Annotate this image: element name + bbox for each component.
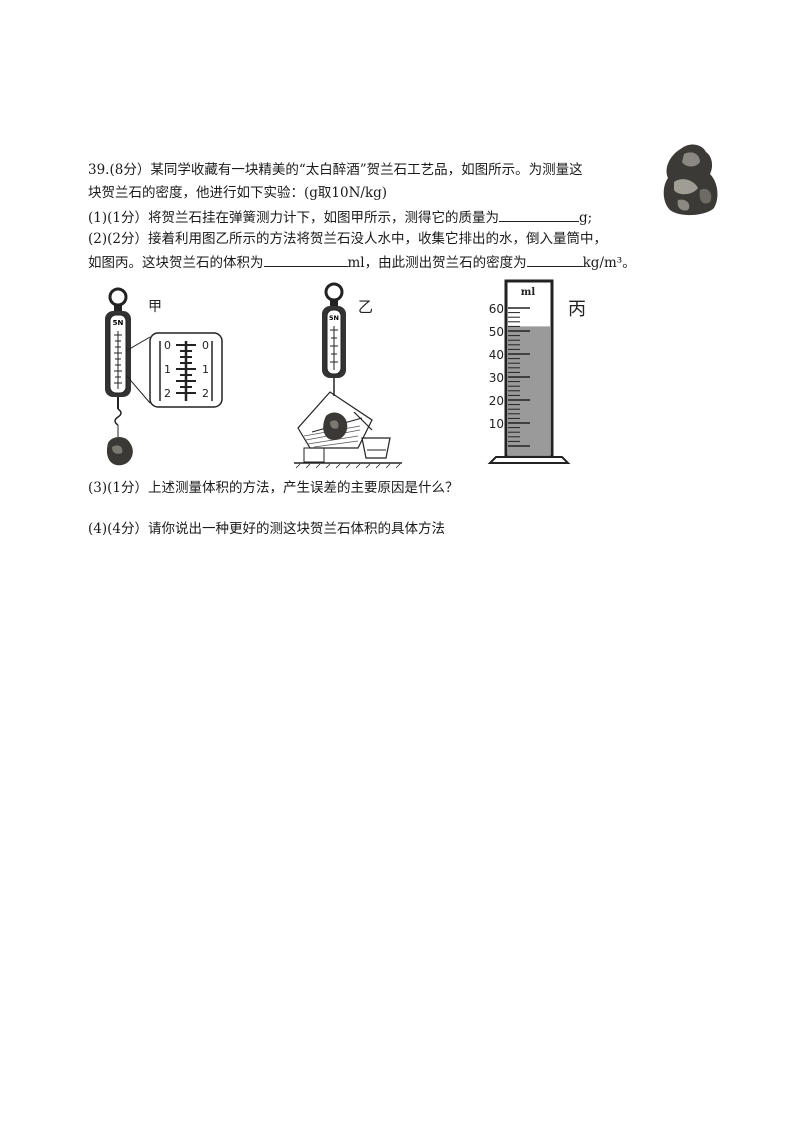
bing-tick-label-30: 30 <box>489 371 504 385</box>
volume-answer-blank[interactable] <box>263 252 348 267</box>
jia-zoom-tick-left-1: 1 <box>164 363 171 376</box>
sub-question-2a: (2)(2分）接着利用图乙所示的方法将贺兰石没人水中，收集它排出的水，倒入量筒中… <box>88 231 607 247</box>
bing-tick-marks <box>508 307 530 447</box>
volume-unit: ml，由此测出贺兰石的密度为 <box>347 255 527 271</box>
figure-jia-label: 甲 <box>148 299 162 315</box>
figure-yi-overflow-setup: 5N 乙 <box>294 282 402 469</box>
sub-question-4: (4)(4分）请你说出一种更好的测这块贺兰石体积的具体方法 <box>88 521 445 537</box>
figure-bing-measuring-cylinder: ml 60 50 40 30 20 10 丙 <box>487 279 586 464</box>
mass-unit: g; <box>578 210 593 226</box>
bing-tick-label-40: 40 <box>489 348 504 362</box>
bing-tick-label-20: 20 <box>489 394 504 408</box>
jia-zoom-tick-right-2: 2 <box>202 387 209 400</box>
yi-scale-marking: 5N <box>329 314 339 322</box>
density-answer-blank[interactable] <box>526 252 583 267</box>
bing-tick-label-10: 10 <box>489 417 504 431</box>
bing-tick-label-60: 60 <box>489 302 504 316</box>
figure-jia-spring-scale: 5N 0 1 2 0 1 2 甲 <box>105 287 223 466</box>
bing-unit-label: ml <box>521 287 536 298</box>
jia-scale-marking: 5N <box>113 319 124 327</box>
figure-bing-label: 丙 <box>568 299 586 320</box>
density-unit: kg/m³。 <box>582 255 636 271</box>
question-line-1: 39.(8分）某同学收藏有一块精美的“太白醉酒”贺兰石工艺品，如图所示。为测量这 <box>88 162 583 178</box>
sub-question-2b: 如图丙。这块贺兰石的体积为 ml，由此测出贺兰石的密度为 kg/m³。 <box>88 252 636 272</box>
jia-zoom-tick-left-2: 2 <box>164 387 171 400</box>
sub-question-2b-text: 如图丙。这块贺兰石的体积为 <box>88 255 264 271</box>
figure-yi-label: 乙 <box>358 298 373 316</box>
helan-stone-artwork-image <box>663 144 718 216</box>
sub-question-1: (1)(1分）将贺兰石挂在弹簧测力计下，如图甲所示，测得它的质量为 g; <box>88 207 592 227</box>
jia-zoom-tick-left-0: 0 <box>164 339 171 352</box>
jia-zoom-tick-right-0: 0 <box>202 339 209 352</box>
sub-question-1-text: (1)(1分）将贺兰石挂在弹簧测力计下，如图甲所示，测得它的质量为 <box>88 210 499 226</box>
question-line-2: 块贺兰石的密度，他进行如下实验：(g取10N/kg) <box>88 185 388 201</box>
sub-question-3: (3)(1分）上述测量体积的方法，产生误差的主要原因是什么？ <box>88 480 459 496</box>
bing-tick-label-50: 50 <box>489 325 504 339</box>
jia-zoom-tick-right-1: 1 <box>202 363 209 376</box>
mass-answer-blank[interactable] <box>498 207 579 222</box>
